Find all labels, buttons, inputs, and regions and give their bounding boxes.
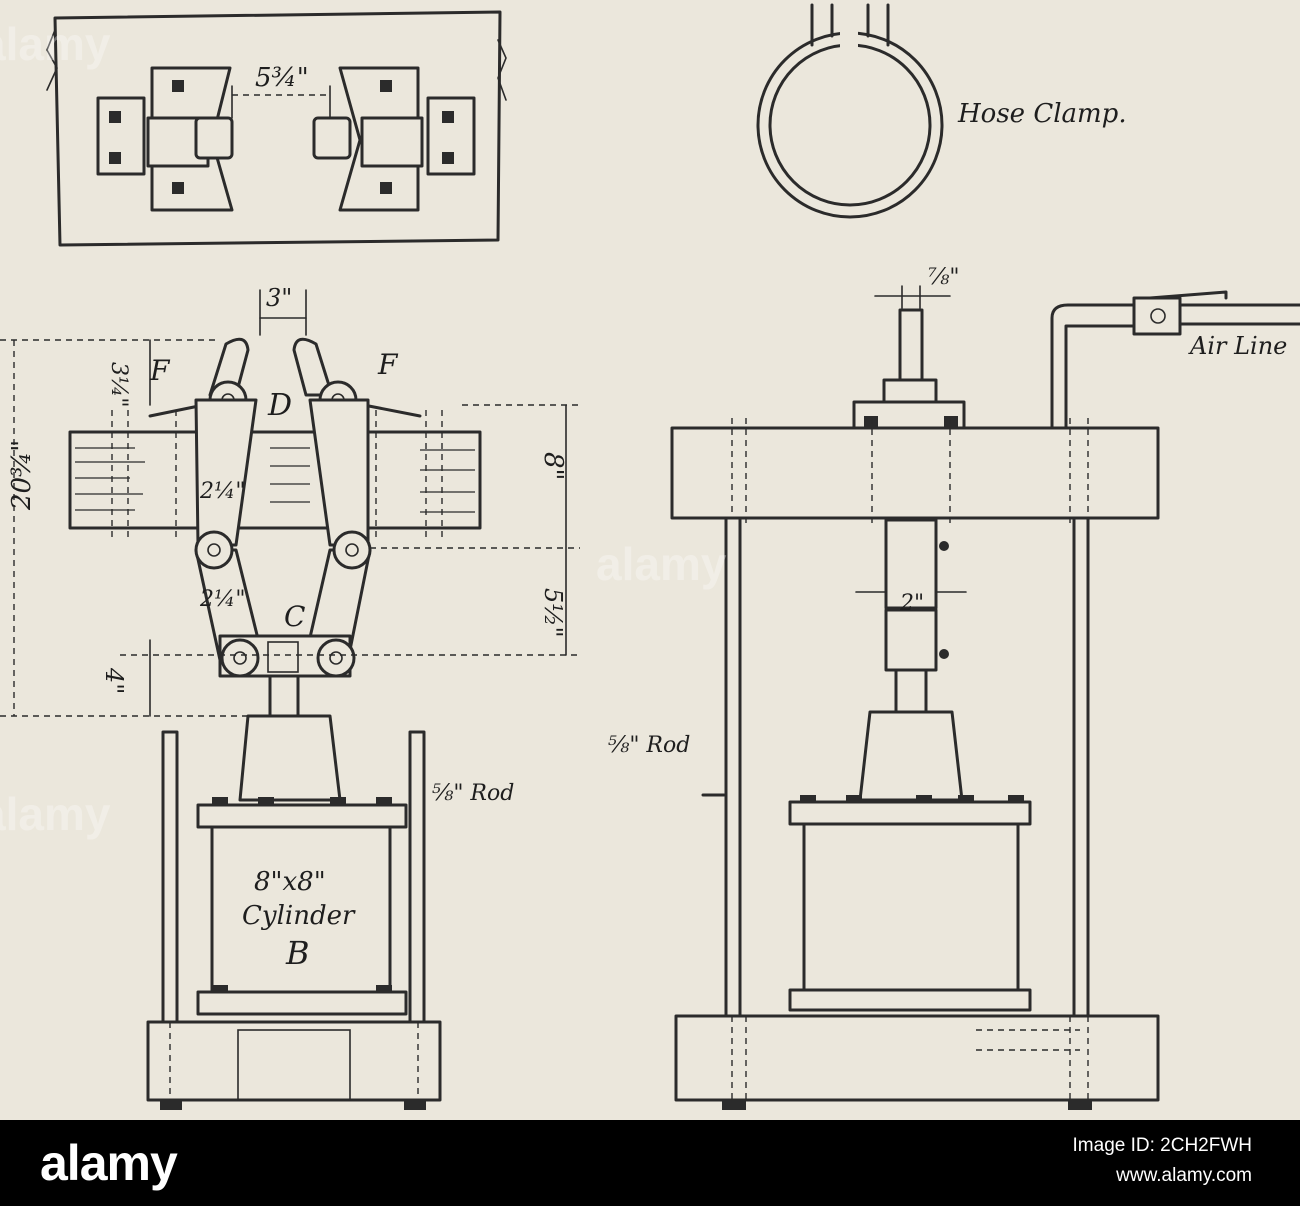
left-upper-link xyxy=(194,398,258,547)
bottom-flange-side xyxy=(788,988,1032,1012)
air-valve xyxy=(1132,296,1182,336)
base-block-front xyxy=(146,1020,442,1102)
watermark-tl: alamy xyxy=(0,18,111,70)
clamp-outer-ring xyxy=(756,31,944,219)
hook-height-label: 3¼" xyxy=(106,362,131,407)
link-upper-side xyxy=(884,518,938,610)
jaw-gap-label: 3" xyxy=(266,284,292,312)
cylinder-head-front xyxy=(238,714,342,802)
hose-clamp-label: Hose Clamp. xyxy=(957,99,1127,129)
cylinder-head-side xyxy=(858,710,964,802)
base-timber-side xyxy=(674,1014,1160,1102)
left-knuckle xyxy=(194,116,234,160)
air-line-pipe xyxy=(1148,290,1300,326)
air-pipe xyxy=(1050,303,1152,432)
rod-side-label: ⅝" Rod xyxy=(608,733,690,758)
technical-drawing: 5¾" Hose Clamp. 20¾" xyxy=(0,3,1300,1110)
marker-f-right: F xyxy=(377,348,399,381)
drawing-svg: 5¾" Hose Clamp. 20¾" xyxy=(0,3,1300,1110)
watermark-center: alamy xyxy=(596,538,727,590)
footer-bar: alamy Image ID: 2CH2FWH www.alamy.com xyxy=(0,1120,1300,1206)
cylinder-size-label: 8"x8" xyxy=(254,867,326,897)
top-stem xyxy=(898,308,924,384)
stem-width-label: ⅞" xyxy=(928,265,959,290)
lower-drop-label: 4" xyxy=(100,667,128,694)
timber-beam-front xyxy=(68,430,482,530)
front-elevation: 20¾" xyxy=(0,284,580,1110)
left-rod-side xyxy=(724,516,742,1090)
rod-left-label: ⅝" Rod xyxy=(432,781,514,806)
stock-site-link[interactable]: www.alamy.com xyxy=(1116,1165,1252,1186)
image-id-text: Image ID: 2CH2FWH xyxy=(1072,1135,1252,1156)
cylinder-body-side xyxy=(802,822,1020,992)
marker-f-left: F xyxy=(149,354,171,387)
piston-rod-front xyxy=(268,674,300,718)
overall-height-label: 20¾" xyxy=(7,440,37,511)
watermark-bl: alamy xyxy=(0,788,111,840)
right-rod-side xyxy=(1072,516,1090,1020)
top-flange-side xyxy=(788,800,1032,826)
link-length-label: 5½" xyxy=(539,588,567,638)
air-line-label: Air Line xyxy=(1188,332,1287,360)
piston-rod-side xyxy=(894,668,928,716)
side-elevation: ⅞" Air Line 2" xyxy=(608,265,1300,1110)
link-lower-side xyxy=(884,608,938,672)
right-hook xyxy=(292,337,334,397)
plan-spacing-label: 5¾" xyxy=(255,63,309,93)
right-knuckle xyxy=(312,116,352,160)
link-width-lower-label: 2¼" xyxy=(199,587,245,612)
clamp-ears xyxy=(810,3,890,47)
marker-d: D xyxy=(267,388,292,423)
break-lines xyxy=(46,29,507,101)
clamp-inner-ring xyxy=(768,43,932,207)
plan-view: 5¾" xyxy=(46,10,507,247)
plan-frame xyxy=(53,10,502,247)
watermark: alamy alamy alamy xyxy=(0,18,727,840)
right-rod-front xyxy=(408,730,426,1030)
timber-depth-label: 8" xyxy=(538,452,568,481)
timber-beam-side xyxy=(670,426,1160,520)
top-flange-front xyxy=(196,803,408,829)
hose-clamp-figure: Hose Clamp. xyxy=(756,3,1127,219)
right-hinge xyxy=(360,116,424,168)
left-rod-front xyxy=(161,730,179,1030)
stock-logo[interactable]: alamy xyxy=(40,1135,178,1191)
cylinder-mark-label: B xyxy=(285,934,310,972)
marker-c: C xyxy=(284,600,305,633)
piston-width-label: 2" xyxy=(899,591,924,616)
cylinder-body-front xyxy=(210,825,392,994)
link-width-upper-label: 2¼" xyxy=(199,479,245,504)
bottom-flange-front xyxy=(196,990,408,1016)
cylinder-word-label: Cylinder xyxy=(242,901,356,931)
